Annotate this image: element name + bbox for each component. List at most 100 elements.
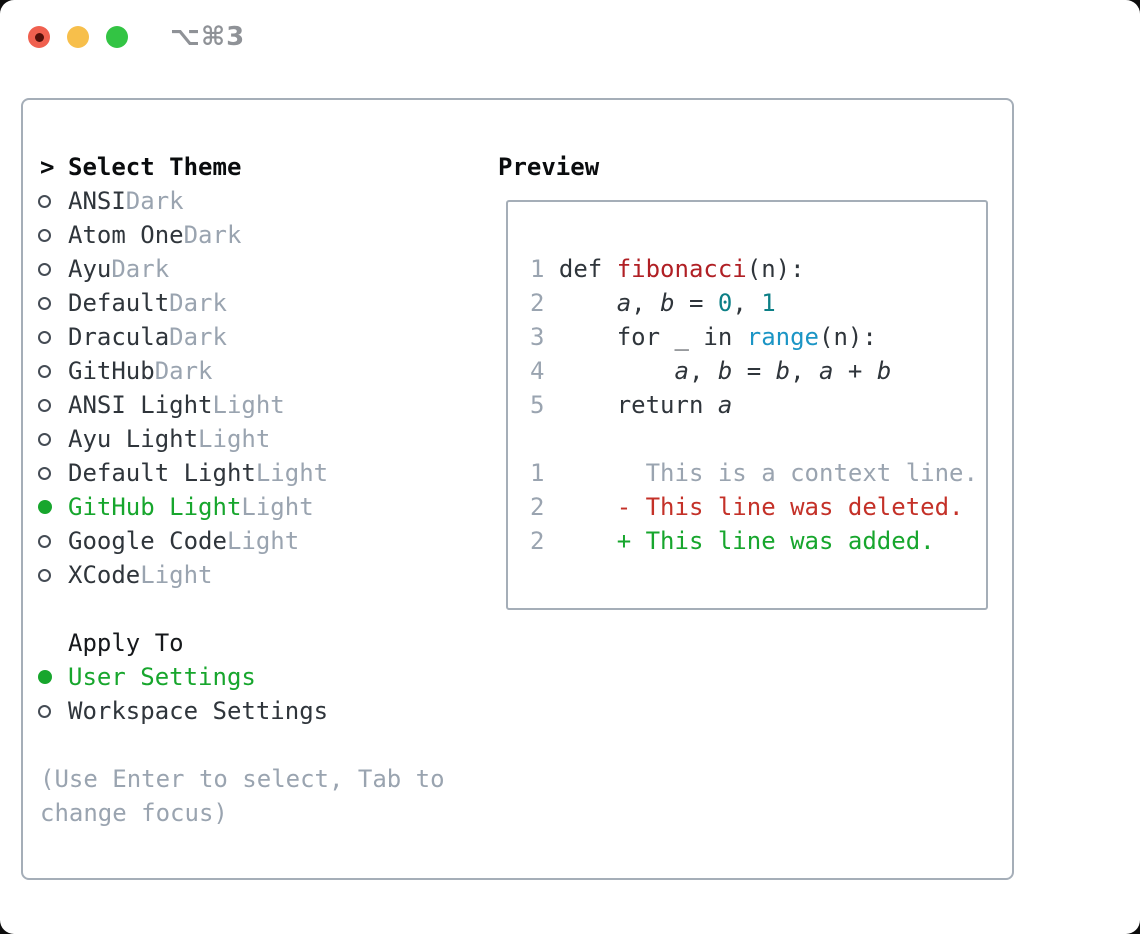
option-label: Default: [68, 289, 170, 317]
option-label: Default Light: [68, 459, 256, 487]
code-segment-code: [559, 289, 617, 317]
radio-unselected-icon: [38, 228, 51, 242]
radio-unselected-icon: [38, 296, 51, 310]
option-variant-label: Light: [140, 561, 213, 589]
code-line: 3 for _ in range(n):: [530, 320, 986, 354]
radio-unselected-icon: [38, 194, 51, 208]
hint-text: (Use Enter to select, Tab to change focu…: [40, 765, 445, 827]
preview-title: Preview: [498, 153, 600, 181]
radio-unselected-icon: [38, 432, 51, 446]
line-number: 2: [530, 527, 545, 555]
code-segment-code: =: [674, 289, 718, 317]
line-number: 2: [530, 289, 545, 317]
theme-option[interactable]: GitHub Light Light: [38, 490, 500, 524]
option-variant-label: Dark: [169, 323, 227, 351]
code-segment-var: b: [717, 357, 733, 385]
code-blank-line: [530, 422, 986, 456]
theme-option[interactable]: Ayu Dark: [38, 252, 500, 286]
radio-marker: [38, 466, 68, 480]
code-segment-num: 1: [761, 289, 776, 317]
theme-option[interactable]: ANSI Light Light: [38, 388, 500, 422]
preview-column: Preview 1 def fibonacci(n):2 a, b = 0, 1…: [498, 150, 998, 610]
radio-selected-icon: [38, 670, 52, 684]
radio-marker: [38, 534, 68, 548]
theme-option[interactable]: ANSI Dark: [38, 184, 500, 218]
close-dot-icon: [34, 32, 44, 42]
radio-selected-icon: [38, 500, 52, 514]
code-segment-deleted: - This line was deleted.: [558, 493, 964, 521]
code-segment-code: (n):: [819, 323, 877, 351]
radio-marker: [38, 398, 68, 412]
code-segment-builtin: range: [746, 323, 819, 351]
theme-option[interactable]: Ayu Light Light: [38, 422, 500, 456]
code-line: 1 This is a context line.: [530, 456, 986, 490]
line-number: 5: [530, 391, 545, 419]
radio-unselected-icon: [38, 534, 51, 548]
option-variant-label: Dark: [169, 289, 227, 317]
option-label: ANSI: [68, 187, 126, 215]
code-segment-var: b: [876, 357, 892, 385]
option-label: Ayu: [68, 255, 112, 283]
theme-option[interactable]: GitHub Dark: [38, 354, 500, 388]
radio-marker: [38, 364, 68, 378]
theme-option[interactable]: XCode Light: [38, 558, 500, 592]
line-number: 4: [530, 357, 545, 385]
radio-marker: [38, 228, 68, 242]
code-segment-var: a: [674, 357, 689, 385]
option-variant-label: Light: [241, 493, 314, 521]
option-label: GitHub Light: [68, 493, 242, 521]
option-variant-label: Dark: [125, 187, 184, 215]
code-segment-func: fibonacci: [616, 255, 747, 283]
option-label: Google Code: [68, 527, 227, 555]
apply-to-option[interactable]: User Settings: [38, 660, 500, 694]
code-segment-added: + This line was added.: [558, 527, 935, 555]
code-segment-code: ,: [732, 289, 762, 317]
option-variant-label: Dark: [111, 255, 170, 283]
radio-unselected-icon: [38, 364, 51, 378]
radio-marker: [38, 194, 68, 208]
spacer: [40, 728, 500, 762]
spacer: [40, 592, 500, 626]
code-segment-code: (n):: [746, 255, 805, 283]
code-segment-code: +: [833, 357, 877, 385]
code-segment-code: def: [558, 255, 617, 283]
radio-unselected-icon: [38, 704, 51, 718]
select-theme-title: Select Theme: [68, 153, 242, 181]
radio-marker: [38, 568, 68, 582]
minimize-button[interactable]: [67, 26, 89, 48]
option-label: Dracula: [68, 323, 170, 351]
code-line: 2 a, b = 0, 1: [530, 286, 986, 320]
radio-unselected-icon: [38, 330, 51, 344]
code-line: 2 + This line was added.: [530, 524, 986, 558]
theme-option[interactable]: Default Light Light: [38, 456, 500, 490]
code-segment-num: 0: [717, 289, 733, 317]
apply-to-option[interactable]: Workspace Settings: [38, 694, 500, 728]
code-segment-var: a: [819, 357, 834, 385]
option-variant-label: Dark: [154, 357, 213, 385]
option-label: XCode: [68, 561, 141, 589]
theme-option[interactable]: Default Dark: [38, 286, 500, 320]
close-button[interactable]: [28, 26, 50, 48]
code-segment-code: =: [732, 357, 776, 385]
theme-option[interactable]: Atom One Dark: [38, 218, 500, 252]
option-label: Workspace Settings: [68, 697, 329, 725]
line-number: 3: [530, 323, 545, 351]
code-segment-code: for _ in: [558, 323, 747, 351]
radio-marker: [38, 432, 68, 446]
code-segment-code: return: [558, 391, 718, 419]
option-variant-label: Light: [198, 425, 271, 453]
option-variant-label: Dark: [183, 221, 242, 249]
option-variant-label: Light: [212, 391, 285, 419]
zoom-button[interactable]: [106, 26, 128, 48]
line-number: 2: [530, 493, 545, 521]
theme-option[interactable]: Google Code Light: [38, 524, 500, 558]
titlebar: ⌥⌘3: [0, 0, 1140, 74]
theme-option[interactable]: Dracula Dark: [38, 320, 500, 354]
option-label: GitHub: [68, 357, 155, 385]
radio-unselected-icon: [38, 262, 51, 276]
code-segment-var: b: [775, 357, 791, 385]
code-segment-code: ,: [631, 289, 661, 317]
